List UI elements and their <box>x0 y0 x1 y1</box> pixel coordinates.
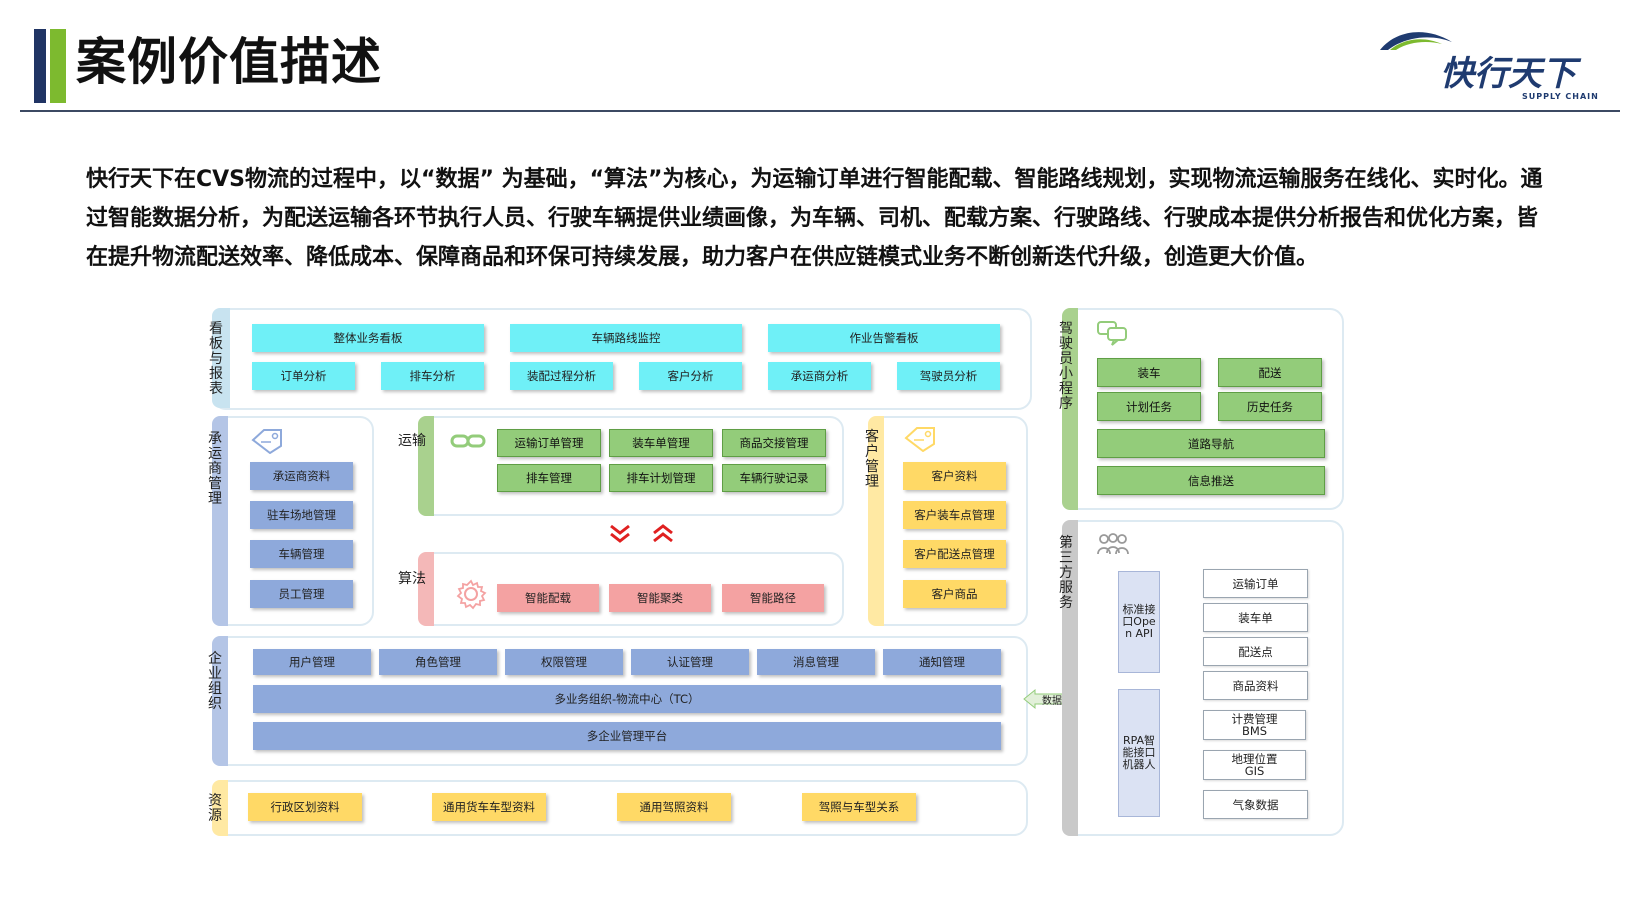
gear-icon <box>456 579 487 610</box>
chevron-up-icon <box>653 524 673 543</box>
header-divider <box>20 110 1620 112</box>
third-party-bms[interactable]: 计费管理BMS <box>1203 710 1306 740</box>
customer-label: 客户管理 <box>865 429 879 490</box>
enterprise-multi-org[interactable]: 多业务组织-物流中心（TC） <box>253 685 1001 713</box>
enterprise-notice-management[interactable]: 通知管理 <box>883 649 1001 675</box>
transport-goods-handover[interactable]: 商品交接管理 <box>722 429 826 457</box>
algorithm-smart-loading[interactable]: 智能配载 <box>497 584 599 612</box>
logo <box>1368 26 1538 106</box>
enterprise-role-management[interactable]: 角色管理 <box>379 649 497 675</box>
third-party-gis[interactable]: 地理位置GIS <box>1203 750 1306 780</box>
third-party-rpa[interactable]: RPA智能接口机器人 <box>1118 689 1160 817</box>
kanban-alarm-board[interactable]: 作业告警看板 <box>768 324 1000 352</box>
kanban-dispatch-analysis[interactable]: 排车分析 <box>381 362 484 390</box>
algorithm-smart-routing[interactable]: 智能路径 <box>722 584 824 612</box>
third-party-goods-data[interactable]: 商品资料 <box>1203 671 1308 700</box>
driver-app-loading[interactable]: 装车 <box>1097 358 1201 387</box>
logo-swoosh-icon <box>1380 32 1452 50</box>
resource-admin-regions[interactable]: 行政区划资料 <box>248 793 362 821</box>
transport-loading-sheet-management[interactable]: 装车单管理 <box>609 429 713 457</box>
intro-paragraph: 快行天下在CVS物流的过程中，以“数据” 为基础，“算法”为核心，为运输订单进行… <box>86 167 1543 270</box>
driver-app-history-tasks[interactable]: 历史任务 <box>1218 392 1322 421</box>
tag-icon <box>251 429 282 454</box>
resources-label: 资源 <box>208 793 222 824</box>
resource-license-vehicle-relation[interactable]: 驾照与车型关系 <box>802 793 916 821</box>
kanban-label: 看板与报表 <box>209 321 223 397</box>
third-party-loading-sheet[interactable]: 装车单 <box>1203 603 1308 632</box>
users-icon <box>1097 533 1129 555</box>
driver-app-label: 驾驶员小程序 <box>1059 321 1073 412</box>
third-party-open-api[interactable]: 标准接口Open API <box>1118 571 1160 673</box>
third-party-delivery-point[interactable]: 配送点 <box>1203 637 1308 666</box>
title-accent-navy <box>34 29 46 103</box>
algorithm-smart-clustering[interactable]: 智能聚类 <box>609 584 711 612</box>
transport-dispatch-plan[interactable]: 排车计划管理 <box>609 464 713 492</box>
algorithm-strip <box>418 552 434 626</box>
resource-driver-licenses[interactable]: 通用驾照资料 <box>617 793 731 821</box>
transport-label: 运输 <box>398 433 426 449</box>
chevron-down-icon <box>610 524 630 543</box>
algorithm-label: 算法 <box>398 571 426 587</box>
enterprise-multi-platform[interactable]: 多企业管理平台 <box>253 722 1001 750</box>
carrier-parking-management[interactable]: 驻车场地管理 <box>250 501 353 529</box>
enterprise-user-management[interactable]: 用户管理 <box>253 649 371 675</box>
enterprise-message-management[interactable]: 消息管理 <box>757 649 875 675</box>
driver-app-navigation[interactable]: 道路导航 <box>1097 429 1325 458</box>
third-party-weather-data[interactable]: 气象数据 <box>1203 790 1308 819</box>
customer-tag-icon <box>904 427 935 452</box>
kanban-carrier-analysis[interactable]: 承运商分析 <box>768 362 871 390</box>
enterprise-label: 企业组织 <box>208 651 222 712</box>
kanban-order-analysis[interactable]: 订单分析 <box>252 362 355 390</box>
page-title: 案例价值描述 <box>76 33 382 91</box>
driver-app-delivery[interactable]: 配送 <box>1218 358 1322 387</box>
enterprise-strip <box>212 636 228 766</box>
kanban-loading-analysis[interactable]: 装配过程分析 <box>510 362 613 390</box>
kanban-strip <box>212 308 230 408</box>
title-accent-green <box>50 29 66 103</box>
customer-loading-point[interactable]: 客户装车点管理 <box>903 501 1006 529</box>
resource-truck-models[interactable]: 通用货车车型资料 <box>432 793 546 821</box>
link-icon <box>450 434 486 448</box>
transport-vehicle-log[interactable]: 车辆行驶记录 <box>722 464 826 492</box>
carrier-strip <box>212 416 228 626</box>
customer-strip <box>868 416 884 626</box>
third-party-label: 第三方服务 <box>1059 535 1073 611</box>
kanban-overall-board[interactable]: 整体业务看板 <box>252 324 484 352</box>
kanban-route-monitor[interactable]: 车辆路线监控 <box>510 324 742 352</box>
logo-subtitle: SUPPLY CHAIN <box>1522 92 1599 101</box>
resources-strip <box>212 780 228 836</box>
third-party-strip <box>1062 520 1078 836</box>
customer-delivery-point[interactable]: 客户配送点管理 <box>903 540 1006 568</box>
driver-app-planned-tasks[interactable]: 计划任务 <box>1097 392 1201 421</box>
chat-icon <box>1097 321 1127 346</box>
kanban-driver-analysis[interactable]: 驾驶员分析 <box>897 362 1000 390</box>
transport-order-management[interactable]: 运输订单管理 <box>497 429 601 457</box>
carrier-vehicle-management[interactable]: 车辆管理 <box>250 540 353 568</box>
enterprise-auth-management[interactable]: 认证管理 <box>631 649 749 675</box>
customer-goods[interactable]: 客户商品 <box>903 580 1006 608</box>
driver-app-strip <box>1062 308 1078 510</box>
third-party-transport-order[interactable]: 运输订单 <box>1203 569 1308 598</box>
carrier-profile[interactable]: 承运商资料 <box>250 462 353 490</box>
logo-text: 快行天下 <box>1440 54 1576 94</box>
carrier-label: 承运商管理 <box>208 431 222 507</box>
kanban-customer-analysis[interactable]: 客户分析 <box>639 362 742 390</box>
transport-dispatch-management[interactable]: 排车管理 <box>497 464 601 492</box>
driver-app-push[interactable]: 信息推送 <box>1097 466 1325 495</box>
customer-profile[interactable]: 客户资料 <box>903 462 1006 490</box>
carrier-staff-management[interactable]: 员工管理 <box>250 580 353 608</box>
enterprise-permission-management[interactable]: 权限管理 <box>505 649 623 675</box>
transport-strip <box>418 416 434 516</box>
